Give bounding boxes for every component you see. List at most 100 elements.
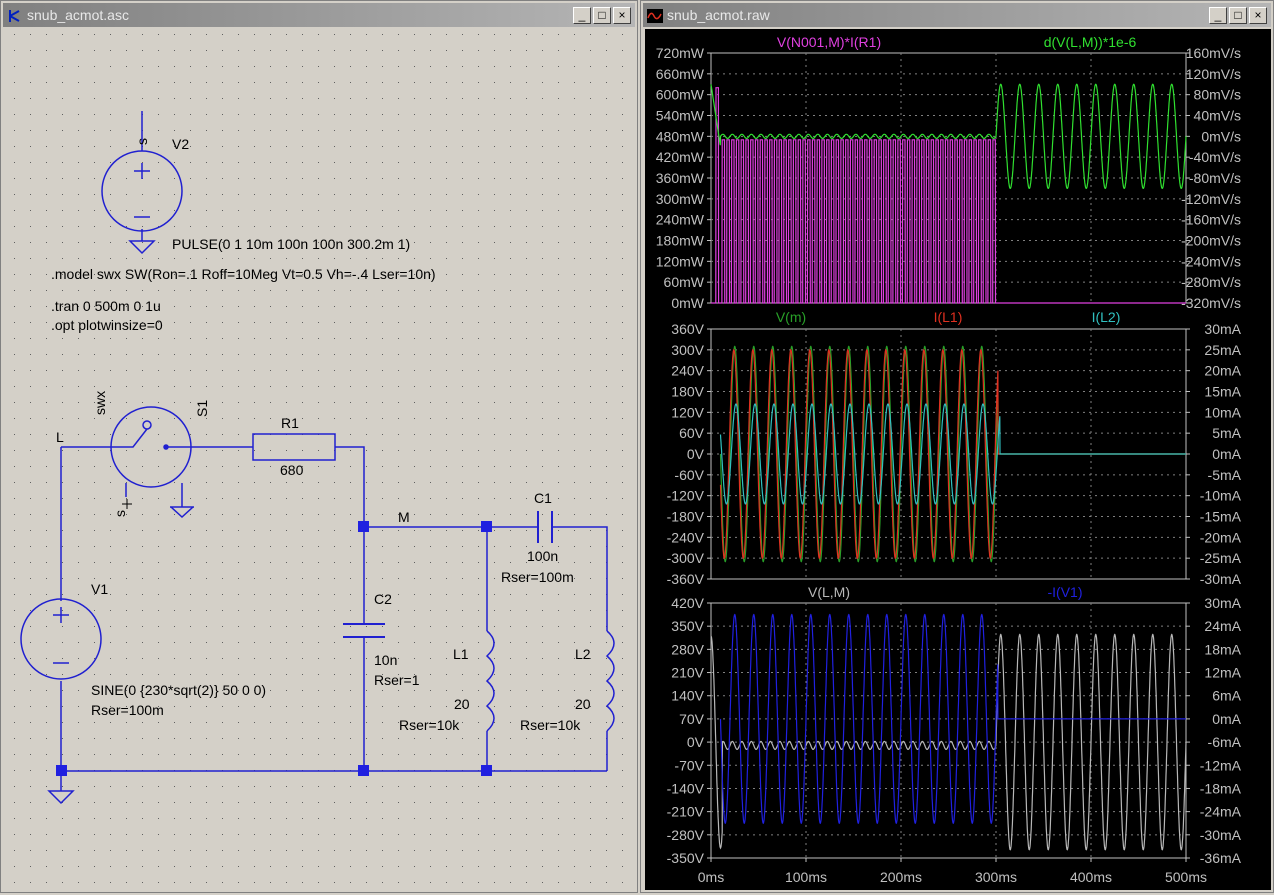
y-left-tick-label: 240mW <box>656 212 705 228</box>
y-right-tick-label: 18mA <box>1204 641 1241 657</box>
v2-source[interactable] <box>101 150 183 255</box>
switch-s1[interactable] <box>110 406 194 519</box>
minimize-button[interactable]: _ <box>573 7 591 24</box>
y-left-tick-label: -210V <box>667 804 705 820</box>
inductor-l2[interactable] <box>605 630 615 732</box>
y-right-tick-label: -240mV/s <box>1181 253 1241 269</box>
y-left-tick-label: 600mW <box>656 87 705 103</box>
schematic-title: snub_acmot.asc <box>27 7 129 23</box>
y-left-tick-label: -350V <box>667 850 705 866</box>
y-right-tick-label: 12mA <box>1204 665 1241 681</box>
y-right-tick-label: 0mA <box>1212 711 1241 727</box>
y-left-tick-label: 350V <box>671 618 704 634</box>
y-right-tick-label: 0mA <box>1212 446 1241 462</box>
c1-rser: Rser=100m <box>501 569 574 585</box>
y-right-tick-label: -280mV/s <box>1181 274 1241 290</box>
y-right-tick-label: 30mA <box>1204 321 1241 337</box>
resistor-r1[interactable] <box>252 433 336 461</box>
waveform-icon <box>647 7 663 23</box>
y-right-tick-label: -24mA <box>1200 804 1242 820</box>
y-left-tick-label: 360V <box>671 321 704 337</box>
plot-pane-3-frame <box>710 602 1187 859</box>
trace-vlm <box>710 633 1187 851</box>
sine-value: SINE(0 {230*sqrt(2)} 50 0 0) <box>91 682 266 698</box>
trace-label-dvdt: d(V(L,M))*1e-6 <box>1044 34 1137 50</box>
maximize-button[interactable]: □ <box>1229 7 1247 24</box>
y-left-tick-label: 210V <box>671 665 704 681</box>
y-right-tick-label: -20mA <box>1200 529 1242 545</box>
y-left-tick-label: 60mW <box>664 274 705 290</box>
y-right-tick-label: 25mA <box>1204 342 1241 358</box>
maximize-button[interactable]: □ <box>593 7 611 24</box>
y-right-tick-label: -15mA <box>1200 509 1242 525</box>
capacitor-c2[interactable] <box>343 623 385 638</box>
l2-value: 20 <box>575 696 591 712</box>
v2-pin-label: s <box>134 138 150 145</box>
schematic-window[interactable]: snub_acmot.asc _ □ × <box>0 0 638 893</box>
c2-value: 10n <box>374 652 397 668</box>
l2-rser: Rser=10k <box>520 717 581 733</box>
close-button[interactable]: × <box>1249 7 1267 24</box>
y-left-tick-label: -70V <box>674 757 704 773</box>
minimize-button[interactable]: _ <box>1209 7 1227 24</box>
y-right-tick-label: -12mA <box>1200 757 1242 773</box>
y-right-tick-label: -18mA <box>1200 780 1242 796</box>
v1-source[interactable] <box>20 598 102 805</box>
y-left-tick-label: 0V <box>687 734 705 750</box>
r1-label: R1 <box>281 415 299 431</box>
y-right-tick-label: -160mV/s <box>1181 212 1241 228</box>
y-left-tick-label: -120V <box>667 488 705 504</box>
y-right-tick-label: 24mA <box>1204 618 1241 634</box>
l1-rser: Rser=10k <box>399 717 460 733</box>
inductor-l1[interactable] <box>485 630 495 732</box>
trace-label-il1: I(L1) <box>934 309 963 325</box>
y-left-tick-label: 0V <box>687 446 705 462</box>
capacitor-c1[interactable] <box>537 511 553 543</box>
y-right-tick-label: 15mA <box>1204 384 1241 400</box>
x-tick-label: 400ms <box>1070 869 1112 885</box>
trace-label-il2: I(L2) <box>1092 309 1121 325</box>
y-right-tick-label: 0mV/s <box>1201 128 1241 144</box>
model-directive: .model swx SW(Ron=.1 Roff=10Meg Vt=0.5 V… <box>51 266 436 282</box>
x-tick-label: 300ms <box>975 869 1017 885</box>
c1-label: C1 <box>534 490 552 506</box>
schematic-titlebar[interactable]: snub_acmot.asc _ □ × <box>3 3 635 27</box>
junctions <box>56 521 492 776</box>
y-left-tick-label: 480mW <box>656 128 705 144</box>
v1-label: V1 <box>91 581 108 597</box>
pulse-directive: PULSE(0 1 10m 100n 100n 300.2m 1) <box>172 236 410 252</box>
y-left-tick-label: -280V <box>667 827 705 843</box>
node-label-l: L <box>56 429 64 445</box>
y-left-tick-label: 180V <box>671 384 704 400</box>
y-left-tick-label: 60V <box>679 425 705 441</box>
y-right-tick-label: -320mV/s <box>1181 295 1241 311</box>
y-right-tick-label: 5mA <box>1212 425 1241 441</box>
tran-directive: .tran 0 500m 0 1u <box>51 298 161 314</box>
waveform-titlebar[interactable]: snub_acmot.raw _ □ × <box>643 3 1271 27</box>
y-left-tick-label: -360V <box>667 571 705 587</box>
y-right-tick-label: 10mA <box>1204 404 1241 420</box>
schematic-canvas[interactable]: L M swx S1 R1 680 V2 V1 s s C1 100n Rser… <box>5 29 635 890</box>
y-left-tick-label: 660mW <box>656 66 705 82</box>
y-left-tick-label: 360mW <box>656 170 705 186</box>
y-left-tick-label: 240V <box>671 363 704 379</box>
y-right-tick-label: -30mA <box>1200 827 1242 843</box>
l2-label: L2 <box>575 646 591 662</box>
y-left-tick-label: 180mW <box>656 233 705 249</box>
y-right-tick-label: -10mA <box>1200 488 1242 504</box>
y-right-tick-label: -25mA <box>1200 550 1242 566</box>
y-left-tick-label: 120mW <box>656 253 705 269</box>
trace-power <box>711 87 1186 304</box>
y-left-tick-label: -60V <box>674 467 704 483</box>
y-left-tick-label: -300V <box>667 550 705 566</box>
x-tick-label: 100ms <box>785 869 827 885</box>
close-button[interactable]: × <box>613 7 631 24</box>
y-left-tick-label: 280V <box>671 641 704 657</box>
c2-rser: Rser=1 <box>374 672 420 688</box>
schematic-icon <box>7 7 23 23</box>
schematic-svg[interactable]: L M swx S1 R1 680 V2 V1 s s C1 100n Rser… <box>5 29 635 890</box>
waveform-title: snub_acmot.raw <box>667 7 770 23</box>
